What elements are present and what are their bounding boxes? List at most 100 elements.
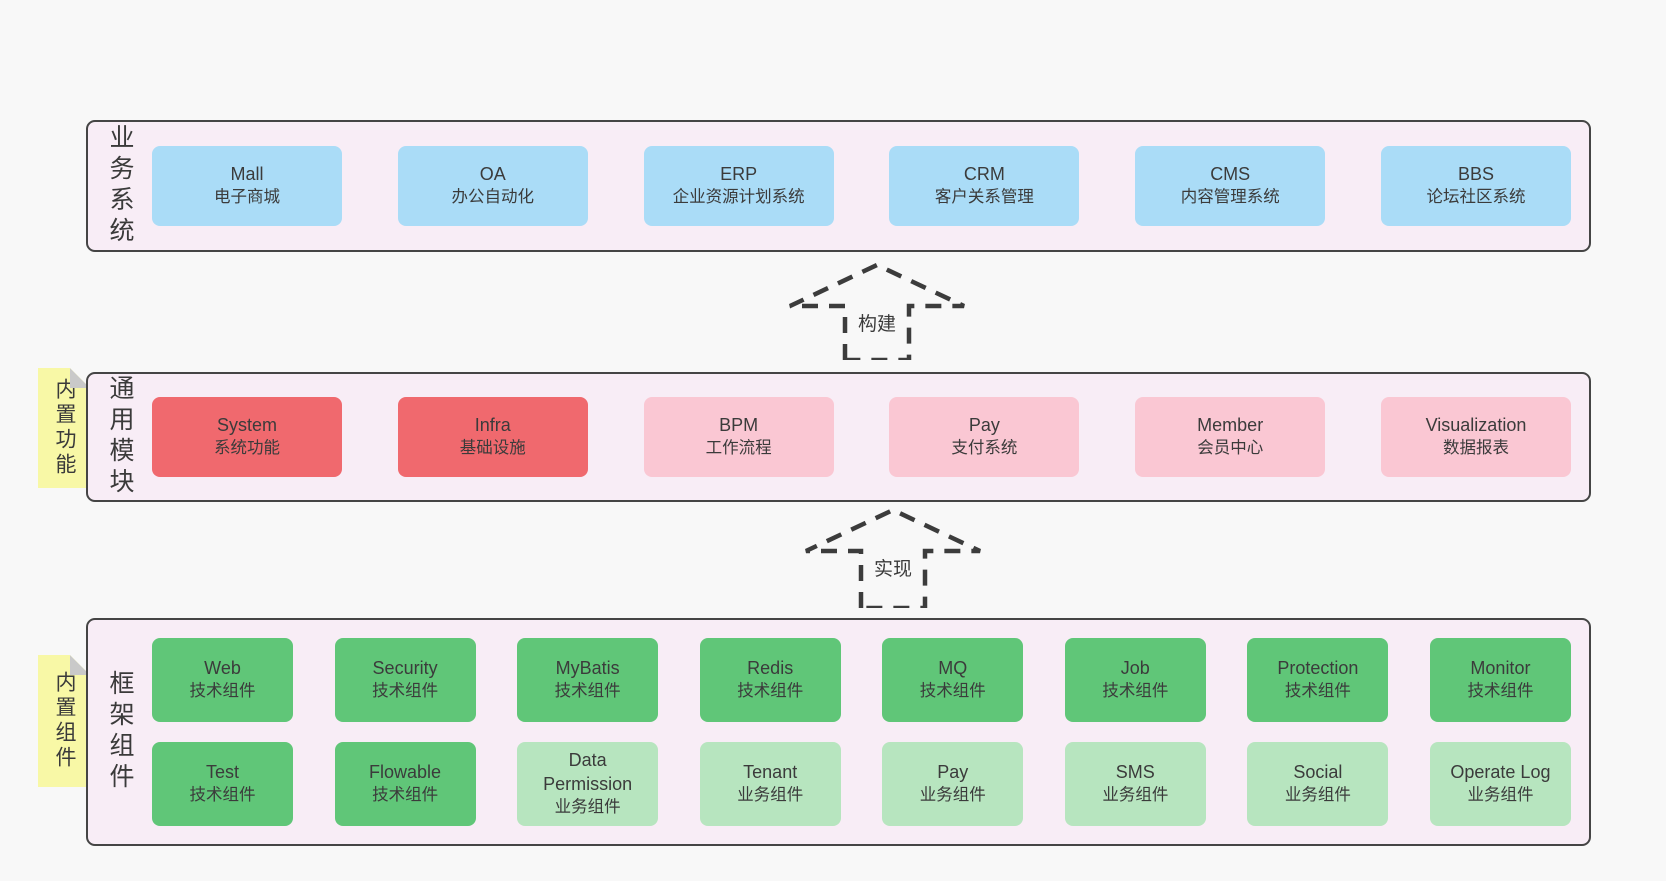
sticky-builtin-features-label: 内置功能: [53, 378, 76, 478]
box-subtitle: 技术组件: [919, 681, 986, 700]
box-test: Test 技术组件: [152, 742, 293, 826]
box-social: Social 业务组件: [1247, 742, 1389, 826]
box-oa: OA 办公自动化: [397, 146, 588, 226]
framework-row-1: Web 技术组件 Security 技术组件 MyBatis 技术组件 Redi…: [152, 638, 1571, 722]
box-subtitle: 技术组件: [1467, 681, 1534, 700]
box-redis: Redis 技术组件: [699, 638, 841, 722]
arrow-build: 构建: [782, 260, 972, 360]
arrow-implement-label: 实现: [868, 553, 918, 582]
box-subtitle: 技术组件: [1102, 681, 1169, 700]
box-bpm: BPM 工作流程: [643, 397, 834, 477]
box-security: Security 技术组件: [334, 638, 476, 722]
box-mybatis: MyBatis 技术组件: [517, 638, 659, 722]
box-title: Flowable: [369, 762, 442, 783]
box-tenant: Tenant 业务组件: [699, 742, 841, 826]
box-sms: SMS 业务组件: [1064, 742, 1206, 826]
box-title: SMS: [1115, 762, 1155, 783]
box-subtitle: 技术组件: [1284, 681, 1351, 700]
box-title: CMS: [1210, 164, 1251, 185]
box-visualization: Visualization 数据报表: [1380, 397, 1571, 477]
layer-framework-components: 框架组件 Web 技术组件 Security 技术组件 MyBatis 技术组件…: [86, 618, 1591, 846]
box-title: BPM: [719, 415, 759, 436]
box-title: BBS: [1457, 164, 1494, 185]
box-title: Pay: [968, 415, 1000, 436]
box-title: Web: [204, 658, 241, 679]
common-modules-boxes: System 系统功能 Infra 基础设施 BPM 工作流程 Pay 支付系统…: [152, 374, 1589, 500]
box-cms: CMS 内容管理系统: [1135, 146, 1326, 226]
box-title: Job: [1120, 658, 1150, 679]
box-subtitle: 论坛社区系统: [1426, 187, 1526, 206]
up-arrow-icon: [805, 507, 981, 608]
layer-common-modules-label: 通用模块: [106, 375, 134, 499]
box-subtitle: 数据报表: [1442, 438, 1509, 457]
box-subtitle: 技术组件: [372, 785, 439, 804]
box-subtitle: 业务组件: [1102, 785, 1169, 804]
box-subtitle: 技术组件: [189, 785, 256, 804]
box-title: Social: [1293, 762, 1343, 783]
box-operate-log: Operate Log 业务组件: [1429, 742, 1571, 826]
box-system: System 系统功能: [152, 397, 342, 477]
box-title: Data Permission: [543, 750, 633, 795]
box-subtitle: 技术组件: [189, 681, 256, 700]
box-subtitle: 系统功能: [214, 438, 280, 457]
box-subtitle: 内容管理系统: [1180, 187, 1280, 206]
sticky-builtin-features: 内置功能: [38, 368, 90, 488]
business-systems-boxes: Mall 电子商城 OA 办公自动化 ERP 企业资源计划系统 CRM 客户关系…: [152, 122, 1589, 250]
box-title: Operate Log: [1450, 762, 1551, 783]
box-subtitle: 企业资源计划系统: [672, 187, 805, 206]
framework-row-2: Test 技术组件 Flowable 技术组件 Data Permission …: [152, 742, 1571, 826]
box-subtitle: 业务组件: [737, 785, 804, 804]
box-data-permission: Data Permission 业务组件: [517, 742, 659, 826]
box-title: Security: [372, 658, 438, 679]
layer-business-systems-label: 业务系统: [106, 124, 134, 248]
layer-framework-components-label: 框架组件: [106, 670, 134, 794]
arrow-implement: 实现: [798, 505, 988, 608]
box-title: Infra: [474, 415, 511, 436]
box-title: OA: [479, 164, 506, 185]
up-arrow-icon: [789, 262, 965, 360]
box-subtitle: 支付系统: [951, 438, 1018, 457]
box-title: Mall: [230, 164, 264, 185]
box-title: CRM: [963, 164, 1005, 185]
box-subtitle: 会员中心: [1197, 438, 1264, 457]
box-member: Member 会员中心: [1135, 397, 1326, 477]
box-subtitle: 基础设施: [459, 438, 526, 457]
box-title: System: [216, 415, 277, 436]
box-monitor: Monitor 技术组件: [1429, 638, 1571, 722]
box-title: Member: [1197, 415, 1264, 436]
box-title: MQ: [938, 658, 968, 679]
box-title: Tenant: [743, 762, 798, 783]
box-mq: MQ 技术组件: [882, 638, 1024, 722]
box-bbs: BBS 论坛社区系统: [1380, 146, 1571, 226]
box-pay-component: Pay 业务组件: [882, 742, 1024, 826]
box-crm: CRM 客户关系管理: [889, 146, 1080, 226]
sticky-builtin-components-label: 内置组件: [53, 671, 76, 771]
box-flowable: Flowable 技术组件: [334, 742, 476, 826]
box-web: Web 技术组件: [152, 638, 293, 722]
box-subtitle: 客户关系管理: [934, 187, 1034, 206]
box-title: Protection: [1277, 658, 1359, 679]
layer-common-modules: 通用模块 System 系统功能 Infra 基础设施 BPM 工作流程 Pay…: [86, 372, 1591, 502]
box-subtitle: 电子商城: [214, 187, 280, 206]
box-protection: Protection 技术组件: [1247, 638, 1389, 722]
box-subtitle: 技术组件: [737, 681, 804, 700]
box-title: Test: [205, 762, 239, 783]
box-subtitle: 业务组件: [1467, 785, 1534, 804]
box-subtitle: 业务组件: [1284, 785, 1351, 804]
box-title: Redis: [747, 658, 794, 679]
layer-business-systems: 业务系统 Mall 电子商城 OA 办公自动化 ERP 企业资源计划系统 CRM…: [86, 120, 1591, 252]
box-title: ERP: [720, 164, 758, 185]
box-title: Monitor: [1470, 658, 1531, 679]
box-subtitle: 技术组件: [372, 681, 439, 700]
box-mall: Mall 电子商城: [152, 146, 342, 226]
box-title: Visualization: [1425, 415, 1527, 436]
box-subtitle: 技术组件: [554, 681, 621, 700]
box-job: Job 技术组件: [1064, 638, 1206, 722]
box-infra: Infra 基础设施: [397, 397, 588, 477]
box-subtitle: 工作流程: [705, 438, 772, 457]
box-erp: ERP 企业资源计划系统: [643, 146, 834, 226]
box-title: MyBatis: [555, 658, 620, 679]
box-subtitle: 业务组件: [554, 797, 621, 816]
box-subtitle: 业务组件: [919, 785, 986, 804]
